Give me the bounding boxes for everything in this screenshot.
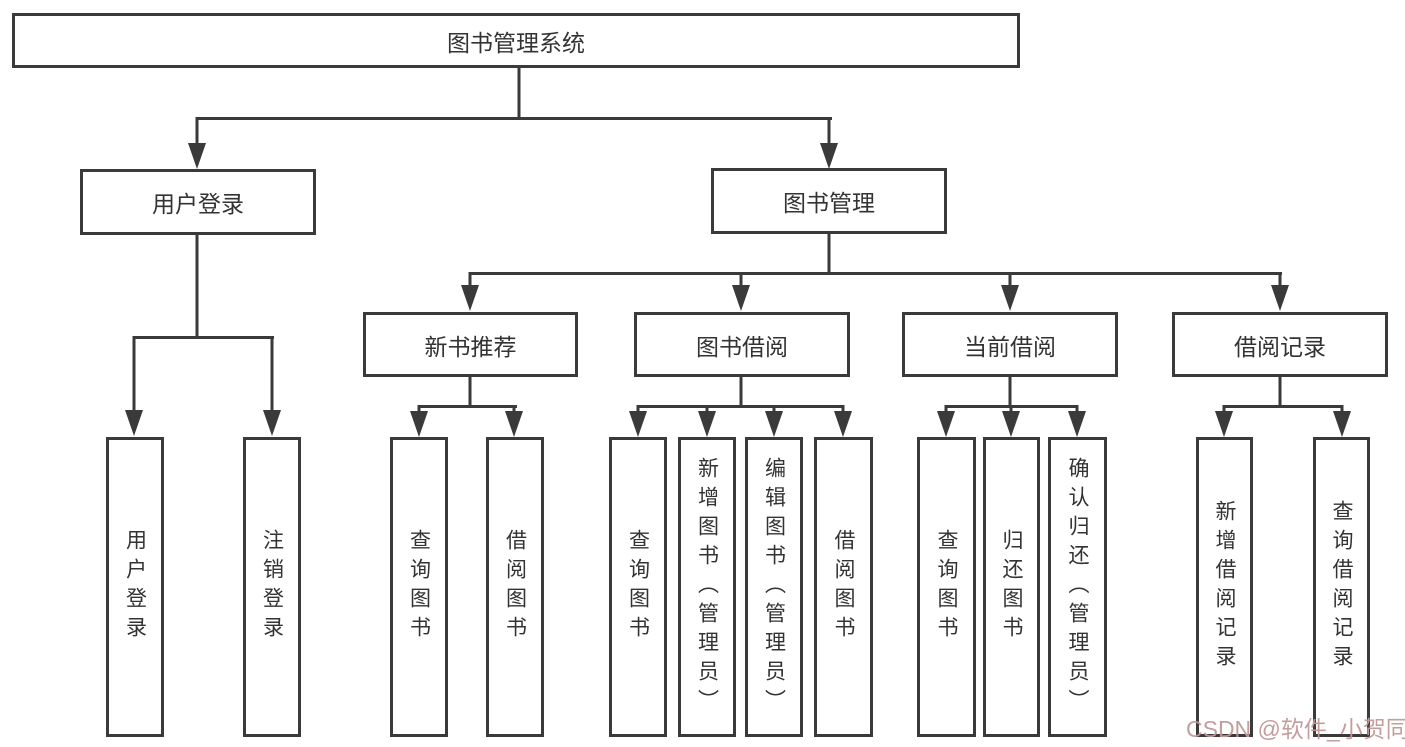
- connector-line: [636, 405, 640, 415]
- node-label: 借阅记录: [1234, 333, 1326, 360]
- arrow-down-icon: [188, 143, 206, 169]
- leaf-edit-books-admin: 编辑图书（管理员）: [745, 437, 803, 737]
- arrow-down-icon: [1271, 285, 1289, 311]
- leaf-borrowing-borrow-books: 借阅图书: [814, 437, 873, 737]
- connector-line: [417, 405, 421, 415]
- connector-line: [1278, 272, 1282, 288]
- connector-line: [517, 68, 521, 118]
- connector-line: [637, 405, 844, 408]
- arrow-down-icon: [1333, 411, 1351, 437]
- connector-line: [195, 117, 199, 147]
- node-label: 新书推荐: [424, 333, 517, 360]
- leaf-confirm-return-admin: 确认归还（管理员）: [1048, 437, 1107, 737]
- node-library-management-system: 图书管理系统: [12, 13, 1020, 68]
- leaf-label: 查询图书: [407, 529, 431, 645]
- watermark: CSDN @软件_小贺同学: [1186, 716, 1405, 742]
- connector-line: [1223, 405, 1343, 408]
- connector-line: [469, 272, 1282, 275]
- arrow-down-icon: [1215, 411, 1233, 437]
- connector-line: [418, 405, 517, 408]
- leaf-add-books-admin: 新增图书（管理员）: [678, 437, 736, 737]
- connector-line: [132, 336, 136, 414]
- leaf-label: 查询借阅记录: [1330, 500, 1354, 674]
- leaf-return-books: 归还图书: [983, 437, 1040, 737]
- connector-line: [705, 405, 709, 415]
- node-new-book-recommendation: 新书推荐: [363, 312, 578, 377]
- arrow-down-icon: [698, 411, 716, 437]
- leaf-label: 归还图书: [1000, 529, 1024, 645]
- node-user-login: 用户登录: [80, 169, 316, 235]
- connector-line: [827, 233, 831, 274]
- connector-line: [772, 405, 776, 415]
- arrow-down-icon: [629, 411, 647, 437]
- leaf-newbooks-query-books: 查询图书: [390, 437, 448, 737]
- connector-line: [1340, 405, 1344, 415]
- connector-line: [133, 336, 274, 339]
- arrow-down-icon: [834, 411, 852, 437]
- leaf-add-borrow-record: 新增借阅记录: [1196, 437, 1253, 737]
- node-borrowing-records: 借阅记录: [1172, 312, 1388, 377]
- arrow-down-icon: [461, 285, 479, 311]
- arrow-down-icon: [937, 411, 955, 437]
- connector-line: [1075, 405, 1079, 415]
- leaf-label: 新增借阅记录: [1213, 500, 1237, 674]
- connector-line: [1008, 272, 1012, 288]
- connector-line: [841, 405, 845, 415]
- leaf-label: 注销登录: [260, 529, 284, 645]
- node-label: 图书管理: [783, 190, 875, 216]
- connector-line: [827, 117, 831, 147]
- leaf-label: 查询图书: [935, 529, 959, 645]
- connector-line: [512, 405, 516, 415]
- connector-line: [195, 234, 199, 338]
- connector-line: [1278, 376, 1282, 407]
- arrow-down-icon: [125, 410, 143, 436]
- leaf-label: 确认归还（管理员）: [1066, 456, 1090, 718]
- arrow-down-icon: [505, 411, 523, 437]
- leaf-borrowing-query-books: 查询图书: [609, 437, 667, 737]
- arrow-down-icon: [263, 410, 281, 436]
- node-current-borrowing: 当前借阅: [902, 312, 1118, 377]
- leaf-user-login: 用户登录: [106, 437, 164, 737]
- connector-line: [468, 376, 472, 407]
- arrow-down-icon: [732, 285, 750, 311]
- arrow-down-icon: [820, 143, 838, 169]
- connector-line: [739, 376, 743, 407]
- connector-line: [739, 272, 743, 288]
- leaf-label: 用户登录: [123, 529, 147, 645]
- connector-line: [1009, 405, 1013, 415]
- arrow-down-icon: [1001, 285, 1019, 311]
- connector-line: [196, 117, 832, 120]
- leaf-label: 新增图书（管理员）: [695, 456, 719, 718]
- leaf-current-query-books: 查询图书: [917, 437, 976, 737]
- connector-line: [468, 272, 472, 288]
- leaf-newbooks-borrow-books: 借阅图书: [486, 437, 544, 737]
- node-book-management: 图书管理: [711, 168, 947, 234]
- leaf-label: 编辑图书（管理员）: [762, 456, 786, 718]
- leaf-label: 借阅图书: [832, 529, 856, 645]
- leaf-query-borrow-record: 查询借阅记录: [1313, 437, 1370, 737]
- connector-line: [1008, 376, 1012, 407]
- node-label: 用户登录: [152, 191, 244, 217]
- arrow-down-icon: [1068, 411, 1086, 437]
- node-label: 图书借阅: [696, 333, 788, 360]
- arrow-down-icon: [765, 411, 783, 437]
- leaf-logout: 注销登录: [243, 437, 301, 737]
- node-label: 图书管理系统: [447, 29, 585, 56]
- connector-line: [944, 405, 948, 415]
- connector-line: [1222, 405, 1226, 415]
- arrow-down-icon: [1002, 411, 1020, 437]
- leaf-label: 查询图书: [626, 529, 650, 645]
- connector-line: [270, 336, 274, 414]
- arrow-down-icon: [410, 411, 428, 437]
- node-label: 当前借阅: [964, 333, 1056, 360]
- node-book-borrowing: 图书借阅: [634, 312, 850, 377]
- leaf-label: 借阅图书: [503, 529, 527, 645]
